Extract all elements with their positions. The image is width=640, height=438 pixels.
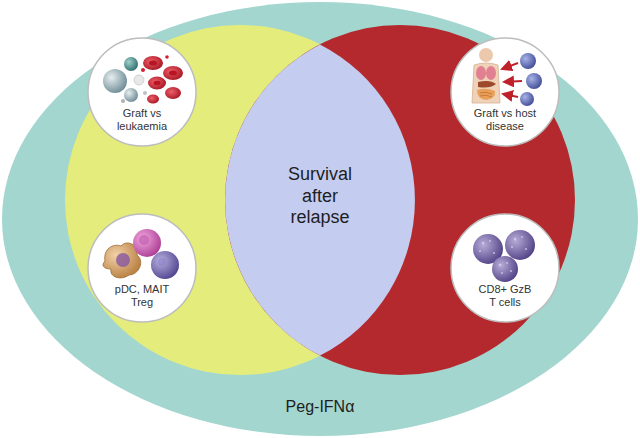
drawing-circle: [506, 262, 508, 264]
region-label: Peg-IFNα: [286, 398, 355, 415]
drawing-ellipse: [143, 56, 163, 70]
drawing-circle: [151, 251, 179, 279]
drawing-circle: [133, 229, 161, 257]
drawing-line: [504, 81, 522, 82]
drawing-circle: [520, 53, 536, 69]
left-circle: [65, 25, 415, 375]
drawing-circle: [499, 264, 501, 266]
drawing-ellipse: [154, 81, 161, 85]
circle-label: pDC, MAIT Treg: [115, 283, 169, 308]
center-label: Survival after relapse: [288, 164, 352, 227]
circle-label: Graft vs leukaemia: [117, 107, 167, 132]
drawing-ellipse: [147, 95, 159, 104]
image-circle: CD8+ GzB T cells: [450, 213, 560, 323]
drawing-circle: [479, 250, 481, 252]
drawing-g: [479, 236, 527, 274]
circle-label: Graft vs host disease: [474, 107, 536, 132]
drawing-circle: [121, 99, 125, 103]
text-holder: Graft vs host disease: [468, 107, 542, 133]
drawing-ellipse: [486, 66, 496, 80]
right-circle: [225, 25, 575, 375]
drawing-circle: [103, 69, 127, 93]
drawing-circle: [124, 88, 138, 102]
drawing-circle: [134, 75, 144, 85]
drawing-ellipse: [163, 66, 183, 80]
image-circle: Graft vs host disease: [450, 37, 560, 147]
drawing-line: [502, 63, 518, 69]
drawing-ellipse: [149, 61, 157, 66]
drawing-circle: [501, 272, 503, 274]
image-circle-fill: [451, 38, 559, 146]
drawing-ellipse: [476, 66, 486, 80]
overlap-fill: [225, 44, 415, 355]
drawing-ellipse: [165, 87, 181, 99]
drawing-circle: [492, 256, 518, 282]
drawing-circle: [493, 252, 495, 254]
text-holder: Graft vs leukaemia: [105, 107, 179, 133]
drawing-circle: [525, 248, 527, 250]
drawing-circle: [139, 235, 149, 245]
drawing-circle: [526, 73, 542, 89]
overlap-region: Survival after relapse: [225, 44, 415, 356]
drawing-circle: [482, 242, 484, 244]
image-circle-fill: [88, 214, 196, 322]
drawing-circle: [158, 258, 166, 266]
drawing-circle: [514, 238, 516, 240]
drawing-circle: [143, 91, 147, 95]
drawing-circle: [511, 246, 513, 248]
text-holder: pDC, MAIT Treg: [105, 283, 179, 309]
drawing-circle: [116, 253, 130, 267]
text-holder: Survival after relapse: [275, 164, 365, 229]
drawing-path: [480, 92, 492, 97]
drawing-circle: [520, 92, 534, 106]
drawing-circle: [510, 270, 512, 272]
image-circle-fill: [88, 38, 196, 146]
drawing-line: [503, 94, 518, 97]
image-circle-fill: [451, 214, 559, 322]
drawing-ellipse: [148, 77, 166, 90]
drawing-path: [472, 63, 500, 103]
text-holder: CD8+ GzB T cells: [476, 283, 534, 309]
circle-label: CD8+ GzB T cells: [479, 283, 532, 308]
text-holder: Peg-IFNα: [220, 397, 420, 416]
drawing-circle: [489, 240, 491, 242]
drawing-circle: [505, 230, 535, 260]
drawing-path: [478, 81, 496, 88]
drawing-circle: [479, 48, 493, 62]
drawing-circle: [521, 236, 523, 238]
drawing-circle: [165, 55, 169, 59]
drawing-ellipse: [169, 71, 177, 76]
drawing-circle: [141, 68, 145, 72]
drawing-path: [477, 89, 495, 100]
image-circle: pDC, MAIT Treg: [87, 213, 197, 323]
image-circle: Graft vs leukaemia: [87, 37, 197, 147]
drawing-circle: [124, 57, 138, 71]
